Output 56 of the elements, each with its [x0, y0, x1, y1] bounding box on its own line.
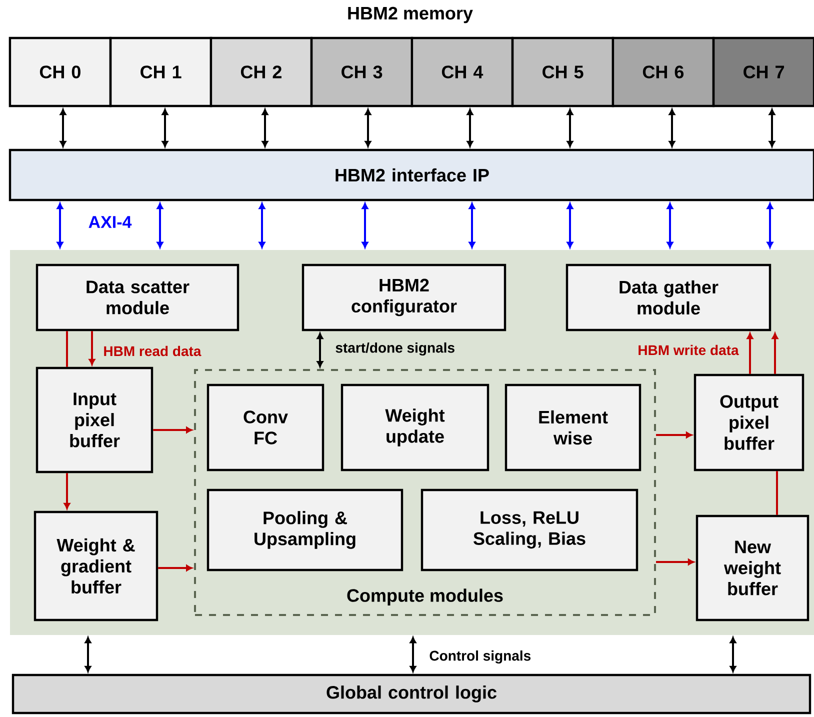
arrow — [656, 558, 694, 566]
arrow — [766, 202, 774, 248]
arrow — [64, 473, 70, 510]
edge-label: HBM write data — [636, 344, 740, 356]
control-logic-bar: Global control logic — [12, 674, 812, 714]
arrow — [566, 202, 574, 248]
channel-box: CH 6 — [612, 36, 715, 108]
edge-label: HBM read data — [102, 344, 202, 358]
arrow — [364, 108, 372, 148]
interface-bar: HBM2 interface IP — [8, 148, 814, 202]
module-box: Weight update — [340, 384, 490, 472]
arrow — [730, 636, 736, 672]
diagram-title: HBM2 memory — [348, 6, 473, 24]
channel-box: CH 3 — [310, 36, 414, 108]
arrow — [158, 564, 192, 572]
arrow — [56, 202, 64, 248]
arrow — [746, 332, 754, 374]
arrow — [84, 636, 92, 672]
edge-label: Control signals — [428, 649, 532, 665]
module-box: Weight & gradient buffer — [34, 510, 158, 622]
module-box: Conv FC — [206, 384, 324, 472]
arrow — [88, 331, 96, 366]
channel-box: CH 5 — [511, 36, 614, 108]
module-box: Data gather module — [566, 264, 772, 332]
arrow — [162, 108, 168, 148]
arrow — [466, 108, 474, 148]
arrow — [60, 108, 66, 148]
channel-box: CH 1 — [109, 36, 212, 108]
arrow — [156, 202, 164, 248]
arrow — [153, 426, 192, 434]
arrow — [258, 202, 266, 248]
arrow — [666, 202, 674, 248]
module-box: Pooling & Upsampling — [206, 488, 404, 572]
arrow — [362, 202, 368, 248]
arrow — [656, 432, 692, 438]
module-box: HBM2 configurator — [302, 264, 506, 332]
module-box: Input pixel buffer — [36, 366, 154, 474]
arrow — [566, 108, 574, 148]
module-box: Output pixel buffer — [694, 374, 804, 472]
module-box: Data scatter module — [36, 264, 240, 332]
channel-box: CH 4 — [410, 36, 514, 108]
channel-box: CH 2 — [210, 36, 313, 108]
module-box: Loss, ReLU Scaling, Bias — [420, 488, 638, 572]
channel-box: CH 7 — [712, 36, 814, 108]
channel-box: CH 0 — [8, 36, 112, 108]
arrow — [410, 636, 416, 672]
arrow — [772, 332, 778, 374]
arrow — [768, 108, 776, 148]
arrow — [668, 108, 676, 148]
module-box: Element wise — [504, 384, 642, 472]
arrow — [316, 332, 324, 368]
arrow — [262, 108, 268, 148]
edge-label: start/done signals — [334, 341, 456, 357]
arrow — [468, 202, 476, 248]
module-box: New weight buffer — [696, 514, 810, 622]
bus-label: AXI-4 — [88, 216, 132, 228]
